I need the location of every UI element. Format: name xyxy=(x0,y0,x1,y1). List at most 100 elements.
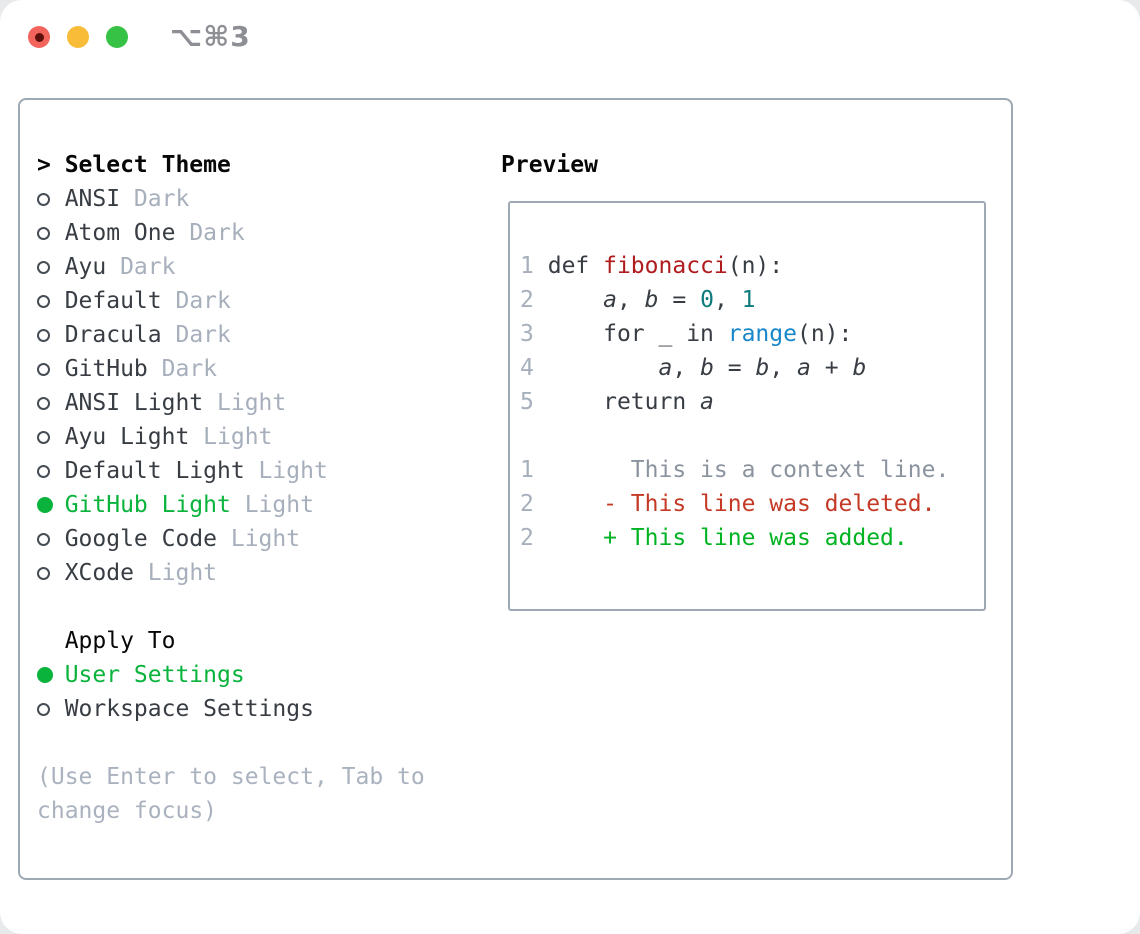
code-segment-fg: = xyxy=(713,355,756,381)
theme-option-label: Ayu Light xyxy=(64,424,190,450)
hint-text-line-1: (Use Enter to select, Tab to xyxy=(37,764,425,790)
radio-icon xyxy=(37,702,50,716)
theme-variant-label: Light xyxy=(133,560,218,586)
code-segment-fg: return xyxy=(547,389,701,415)
code-segment-fg: (n): xyxy=(727,253,784,279)
theme-variant-label: Dark xyxy=(161,322,231,348)
apply-option-label: User Settings xyxy=(64,662,245,688)
theme-variant-label: Dark xyxy=(161,288,231,314)
code-segment-fn: fibonacci xyxy=(603,253,728,279)
code-segment-context: This is a context line. xyxy=(547,457,950,483)
theme-variant-label: Light xyxy=(203,390,287,416)
code-segment-var: a xyxy=(797,355,811,381)
preview-line: 5 return a xyxy=(520,385,978,419)
code-segment-fg: (n): xyxy=(796,321,853,347)
line-number: 2 xyxy=(520,525,534,551)
apply-option-workspace-settings[interactable]: Workspace Settings xyxy=(37,692,425,726)
code-segment-fg: = xyxy=(658,287,701,313)
theme-option-default[interactable]: Default Dark xyxy=(37,284,425,318)
prompt-caret: > xyxy=(37,152,51,178)
theme-option-label: ANSI Light xyxy=(64,390,204,416)
preview-line: 2 + This line was added. xyxy=(520,521,978,555)
radio-icon xyxy=(37,532,50,546)
code-segment-num: 0 xyxy=(700,287,714,313)
spacer xyxy=(37,726,425,760)
code-segment-var: b xyxy=(852,355,867,381)
theme-option-ansi-light[interactable]: ANSI Light Light xyxy=(37,386,425,420)
minimize-button[interactable] xyxy=(67,26,89,48)
preview-line: 2 - This line was deleted. xyxy=(520,487,978,521)
line-number: 1 xyxy=(520,253,534,279)
code-segment-fg: , xyxy=(713,287,742,313)
window-title: ⌥⌘3 xyxy=(170,20,251,53)
radio-icon xyxy=(37,328,50,342)
theme-option-ayu[interactable]: Ayu Dark xyxy=(37,250,425,284)
line-number: 4 xyxy=(520,355,534,381)
code-segment-var: a xyxy=(700,389,714,415)
hint-text-line-2: change focus) xyxy=(37,798,218,824)
theme-option-label: Google Code xyxy=(64,526,218,552)
traffic-lights xyxy=(28,26,128,48)
code-segment-fg xyxy=(548,287,603,313)
radio-icon xyxy=(37,430,50,444)
theme-option-google-code[interactable]: Google Code Light xyxy=(37,522,425,556)
theme-option-label: Default xyxy=(64,288,162,314)
theme-option-atom-one[interactable]: Atom One Dark xyxy=(37,216,425,250)
line-number: 2 xyxy=(520,491,534,517)
theme-variant-label: Dark xyxy=(175,220,245,246)
theme-option-label: Ayu xyxy=(64,254,107,280)
radio-icon xyxy=(37,396,50,410)
theme-option-label: ANSI xyxy=(64,186,121,212)
preview-line: 2 a, b = 0, 1 xyxy=(520,283,978,317)
theme-variant-label: Dark xyxy=(147,356,218,382)
code-segment-fg: , xyxy=(769,355,798,381)
code-segment-fg xyxy=(548,355,659,381)
preview-line: 3 for _ in range(n): xyxy=(520,317,978,351)
theme-option-ansi[interactable]: ANSI Dark xyxy=(37,182,425,216)
theme-variant-label: Dark xyxy=(120,186,190,212)
code-segment-num: 1 xyxy=(741,287,756,313)
radio-icon xyxy=(37,362,50,376)
preview-title: Preview xyxy=(501,152,598,178)
code-segment-fg: , xyxy=(616,287,645,313)
apply-to-header-row: Apply To xyxy=(37,624,425,658)
apply-option-user-settings[interactable]: User Settings xyxy=(37,658,425,692)
theme-option-github[interactable]: GitHub Dark xyxy=(37,352,425,386)
preview-blank-line xyxy=(520,419,978,453)
theme-variant-label: Light xyxy=(244,458,328,484)
radio-selected-icon xyxy=(37,667,53,683)
line-number: 2 xyxy=(520,287,534,313)
theme-option-label: Dracula xyxy=(64,322,162,348)
line-number: 1 xyxy=(520,457,534,483)
apply-to-title: Apply To xyxy=(64,628,176,654)
zoom-button[interactable] xyxy=(106,26,128,48)
theme-option-xcode[interactable]: XCode Light xyxy=(37,556,425,590)
theme-option-dracula[interactable]: Dracula Dark xyxy=(37,318,425,352)
close-button[interactable] xyxy=(28,26,50,48)
code-segment-var: b xyxy=(755,355,770,381)
radio-icon xyxy=(37,226,50,240)
apply-option-label: Workspace Settings xyxy=(64,696,314,722)
theme-option-ayu-light[interactable]: Ayu Light Light xyxy=(37,420,425,454)
code-segment-deleted: - This line was deleted. xyxy=(547,491,936,517)
code-segment-var: b xyxy=(644,287,659,313)
preview-line: 1 def fibonacci(n): xyxy=(520,249,978,283)
line-number: 5 xyxy=(520,389,534,415)
code-segment-var: b xyxy=(700,355,714,381)
code-segment-var: a xyxy=(658,355,673,381)
theme-option-default-light[interactable]: Default Light Light xyxy=(37,454,425,488)
radio-icon xyxy=(37,294,50,308)
radio-icon xyxy=(37,464,50,478)
theme-option-github-light[interactable]: GitHub Light Light xyxy=(37,488,425,522)
theme-option-label: GitHub Light xyxy=(64,492,231,518)
code-segment-fg: def xyxy=(547,253,604,279)
theme-picker-header-row: >Select Theme xyxy=(37,148,425,182)
radio-icon xyxy=(37,566,50,580)
code-segment-added: + This line was added. xyxy=(547,525,908,551)
